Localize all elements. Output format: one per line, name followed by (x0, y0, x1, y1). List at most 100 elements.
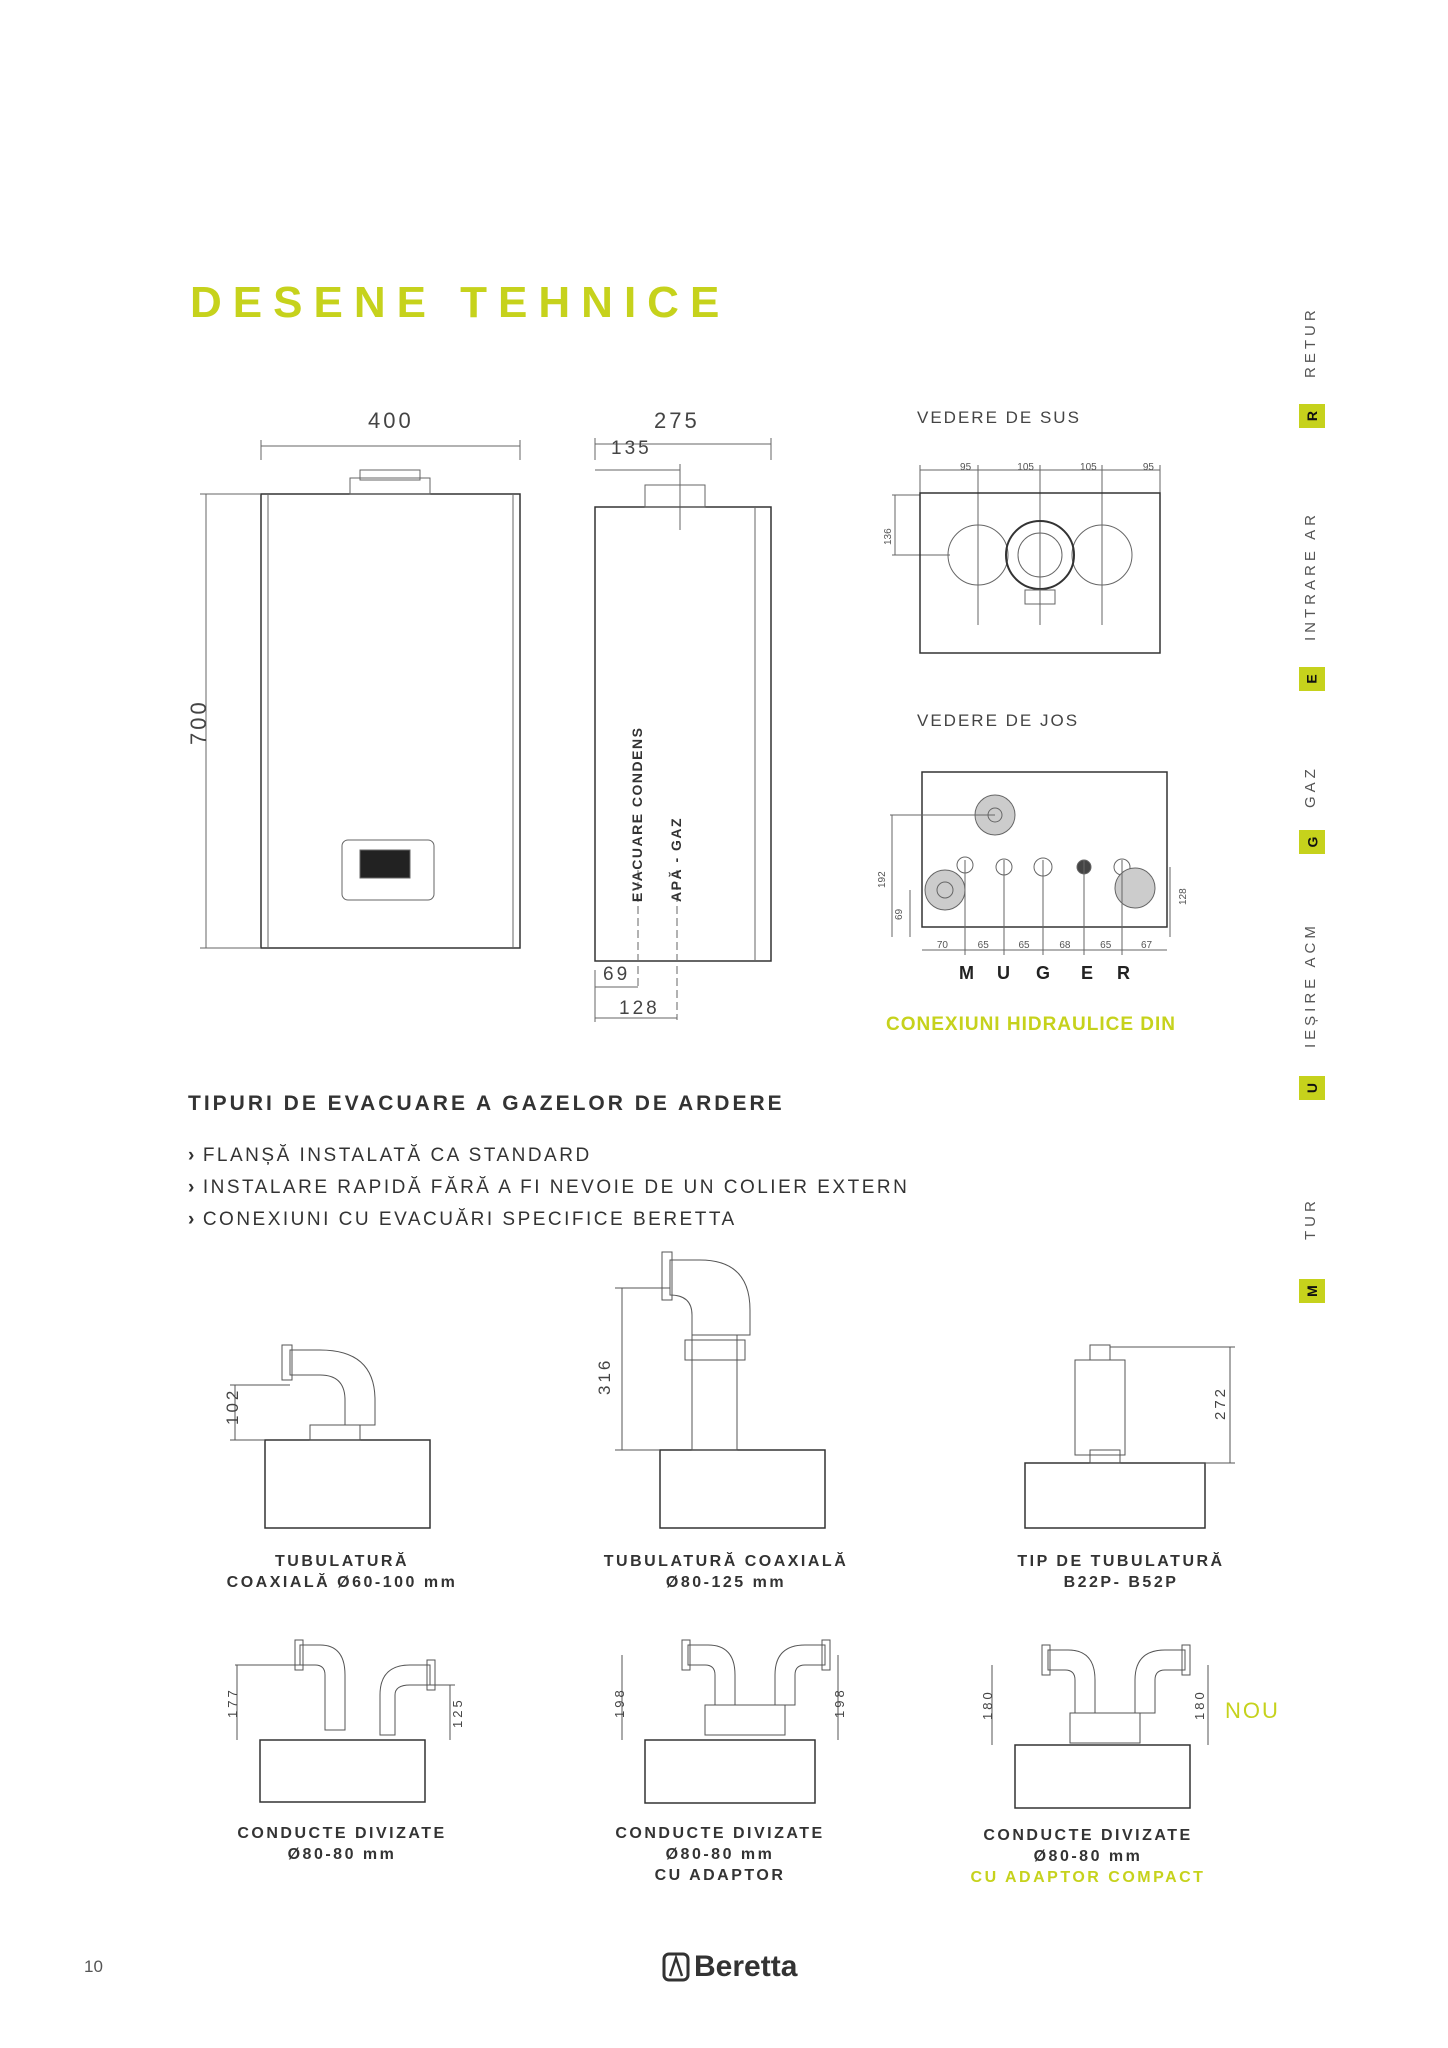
connection-m: M (959, 963, 974, 983)
caption-line: CONDUCTE DIVIZATE (983, 1827, 1193, 1844)
label-apa-gaz: APĂ - GAZ (668, 816, 684, 902)
connections-title: CONEXIUNI HIDRAULICE DIN (886, 1014, 1177, 1035)
legend-code-m: M (1299, 1279, 1325, 1303)
bullet-text: CONEXIUNI CU EVACUĂRI SPECIFICE BERETTA (202, 1209, 737, 1230)
side-half-dim: 135 (611, 438, 652, 459)
caption-line: B22P- B52P (1063, 1574, 1179, 1591)
bottom-dim: 65 (977, 940, 989, 951)
flue-drawing-split-compact-adaptor (970, 1635, 1230, 1810)
beretta-logo-icon (662, 1952, 690, 1982)
bottom-dim: 68 (1059, 940, 1071, 951)
caption-line: Ø80-80 mm (665, 1846, 775, 1863)
legend-code-text: R (1304, 410, 1320, 422)
front-height-dim: 700 (186, 699, 211, 745)
legend-label-gaz: GAZ (1302, 765, 1319, 808)
bullet-item: ›FLANȘĂ INSTALATĂ CA STANDARD (188, 1145, 592, 1167)
side-bottom-dim-1: 69 (603, 964, 631, 985)
caption-line: COAXIALĂ Ø60-100 mm (226, 1574, 458, 1591)
type-dim: 177 (225, 1687, 240, 1718)
boiler-front-drawing (190, 430, 530, 960)
type-dim: 180 (980, 1689, 995, 1720)
bullet-item: ›CONEXIUNI CU EVACUĂRI SPECIFICE BERETTA (188, 1209, 737, 1231)
chevron-right-icon: › (188, 1145, 197, 1166)
legend-code-g: G (1299, 830, 1325, 854)
flue-drawing-b22p-b52p (1010, 1335, 1250, 1530)
caption-line: CONDUCTE DIVIZATE (615, 1825, 825, 1842)
bottom-dim: 67 (1140, 940, 1153, 951)
bottom-right-dim: 128 (1178, 888, 1189, 905)
front-width-dim: 400 (368, 408, 414, 433)
legend-code-text: E (1304, 674, 1320, 684)
caption-line: TUBULATURĂ (274, 1553, 409, 1570)
connection-e: E (1081, 963, 1094, 983)
top-dim: 95 (1142, 462, 1154, 473)
chevron-right-icon: › (188, 1209, 197, 1230)
legend-label-intrare-ar: INTRARE AR (1302, 510, 1319, 641)
caption-line: Ø80-125 mm (665, 1574, 787, 1591)
bullet-text: FLANȘĂ INSTALATĂ CA STANDARD (202, 1145, 592, 1166)
legend-code-r: R (1299, 404, 1325, 428)
legend-label-retur: RETUR (1302, 306, 1319, 378)
top-view-label: VEDERE DE SUS (917, 408, 1081, 427)
flue-type-caption: CONDUCTE DIVIZATE Ø80-80 mm CU ADAPTOR COM… (918, 1825, 1258, 1888)
chevron-right-icon: › (188, 1177, 197, 1198)
type-dim: 180 (1192, 1689, 1207, 1720)
top-dim: 105 (1080, 462, 1097, 473)
bullet-text: INSTALARE RAPIDĂ FĂRĂ A FI NEVOIE DE UN … (202, 1177, 910, 1198)
flue-drawing-split-adaptor (600, 1630, 860, 1805)
caption-line: TIP DE TUBULATURĂ (1017, 1553, 1225, 1570)
label-evacuare-condens: EVACUARE CONDENS (629, 726, 645, 902)
side-bottom-dim-2: 128 (619, 998, 660, 1019)
type-dim: 316 (595, 1357, 614, 1395)
type-dim: 198 (832, 1687, 847, 1718)
bottom-left-dim-192: 192 (877, 871, 888, 888)
top-view-dims: 95 105 105 95 (937, 462, 1177, 473)
legend-code-text: G (1303, 836, 1320, 848)
connection-r: R (1117, 963, 1130, 983)
side-depth-dim: 275 (654, 408, 700, 433)
caption-line: CONDUCTE DIVIZATE (237, 1825, 447, 1842)
flue-type-caption: TUBULATURĂ COAXIALĂ Ø60-100 mm (172, 1551, 512, 1593)
legend-code-u: U (1299, 1076, 1325, 1100)
flue-type-caption: CONDUCTE DIVIZATE Ø80-80 mm CU ADAPTOR (550, 1823, 890, 1886)
bullet-item: ›INSTALARE RAPIDĂ FĂRĂ A FI NEVOIE DE UN… (188, 1177, 909, 1199)
top-dim: 95 (960, 462, 972, 473)
brand-name: Beretta (694, 1950, 798, 1983)
caption-line: TUBULATURĂ COAXIALĂ (603, 1553, 849, 1570)
flue-drawing-coaxial-60-100 (210, 1330, 440, 1530)
bottom-dim: 65 (1100, 940, 1112, 951)
flue-type-caption: TIP DE TUBULATURĂ B22P- B52P (951, 1551, 1291, 1593)
top-dim: 105 (1017, 462, 1034, 473)
connection-u: U (997, 963, 1010, 983)
bottom-dim: 70 (936, 940, 948, 951)
bottom-left-dim-69: 69 (894, 908, 905, 920)
bottom-view-drawing (880, 760, 1180, 960)
caption-line: CU ADAPTOR (654, 1867, 786, 1884)
caption-line: Ø80-80 mm (287, 1846, 397, 1863)
caption-line: CU ADAPTOR COMPACT (970, 1869, 1206, 1886)
flue-drawing-coaxial-80-125 (600, 1240, 830, 1530)
bottom-dim: 65 (1018, 940, 1030, 951)
legend-label-tur: TUR (1302, 1197, 1319, 1240)
legend-code-text: U (1304, 1082, 1320, 1094)
caption-line: Ø80-80 mm (1033, 1848, 1143, 1865)
flue-drawing-split-80-80 (215, 1635, 475, 1805)
top-view-drawing (880, 455, 1180, 665)
type-dim: 272 (1212, 1385, 1229, 1420)
type-dim: 198 (612, 1687, 627, 1718)
legend-code-e: E (1299, 667, 1325, 691)
bottom-view-dims: 70 65 65 68 65 67 (922, 940, 1167, 951)
flue-type-caption: TUBULATURĂ COAXIALĂ Ø80-125 mm (556, 1551, 896, 1593)
flue-type-caption: CONDUCTE DIVIZATE Ø80-80 mm (172, 1823, 512, 1865)
bottom-view-label: VEDERE DE JOS (917, 711, 1080, 730)
top-height-dim: 136 (883, 528, 894, 545)
legend-label-iesire-acm: IEȘIRE ACM (1302, 922, 1319, 1048)
type-dim: 125 (450, 1697, 465, 1728)
legend-code-text: M (1303, 1285, 1320, 1297)
brand-logo: Beretta (662, 1950, 797, 1984)
new-badge: NOU (1225, 1698, 1280, 1723)
page-title: DESENE TEHNICE (190, 278, 731, 327)
boiler-side-drawing (590, 430, 780, 1030)
type-dim: 102 (223, 1387, 242, 1425)
page-number: 10 (84, 1957, 103, 1976)
